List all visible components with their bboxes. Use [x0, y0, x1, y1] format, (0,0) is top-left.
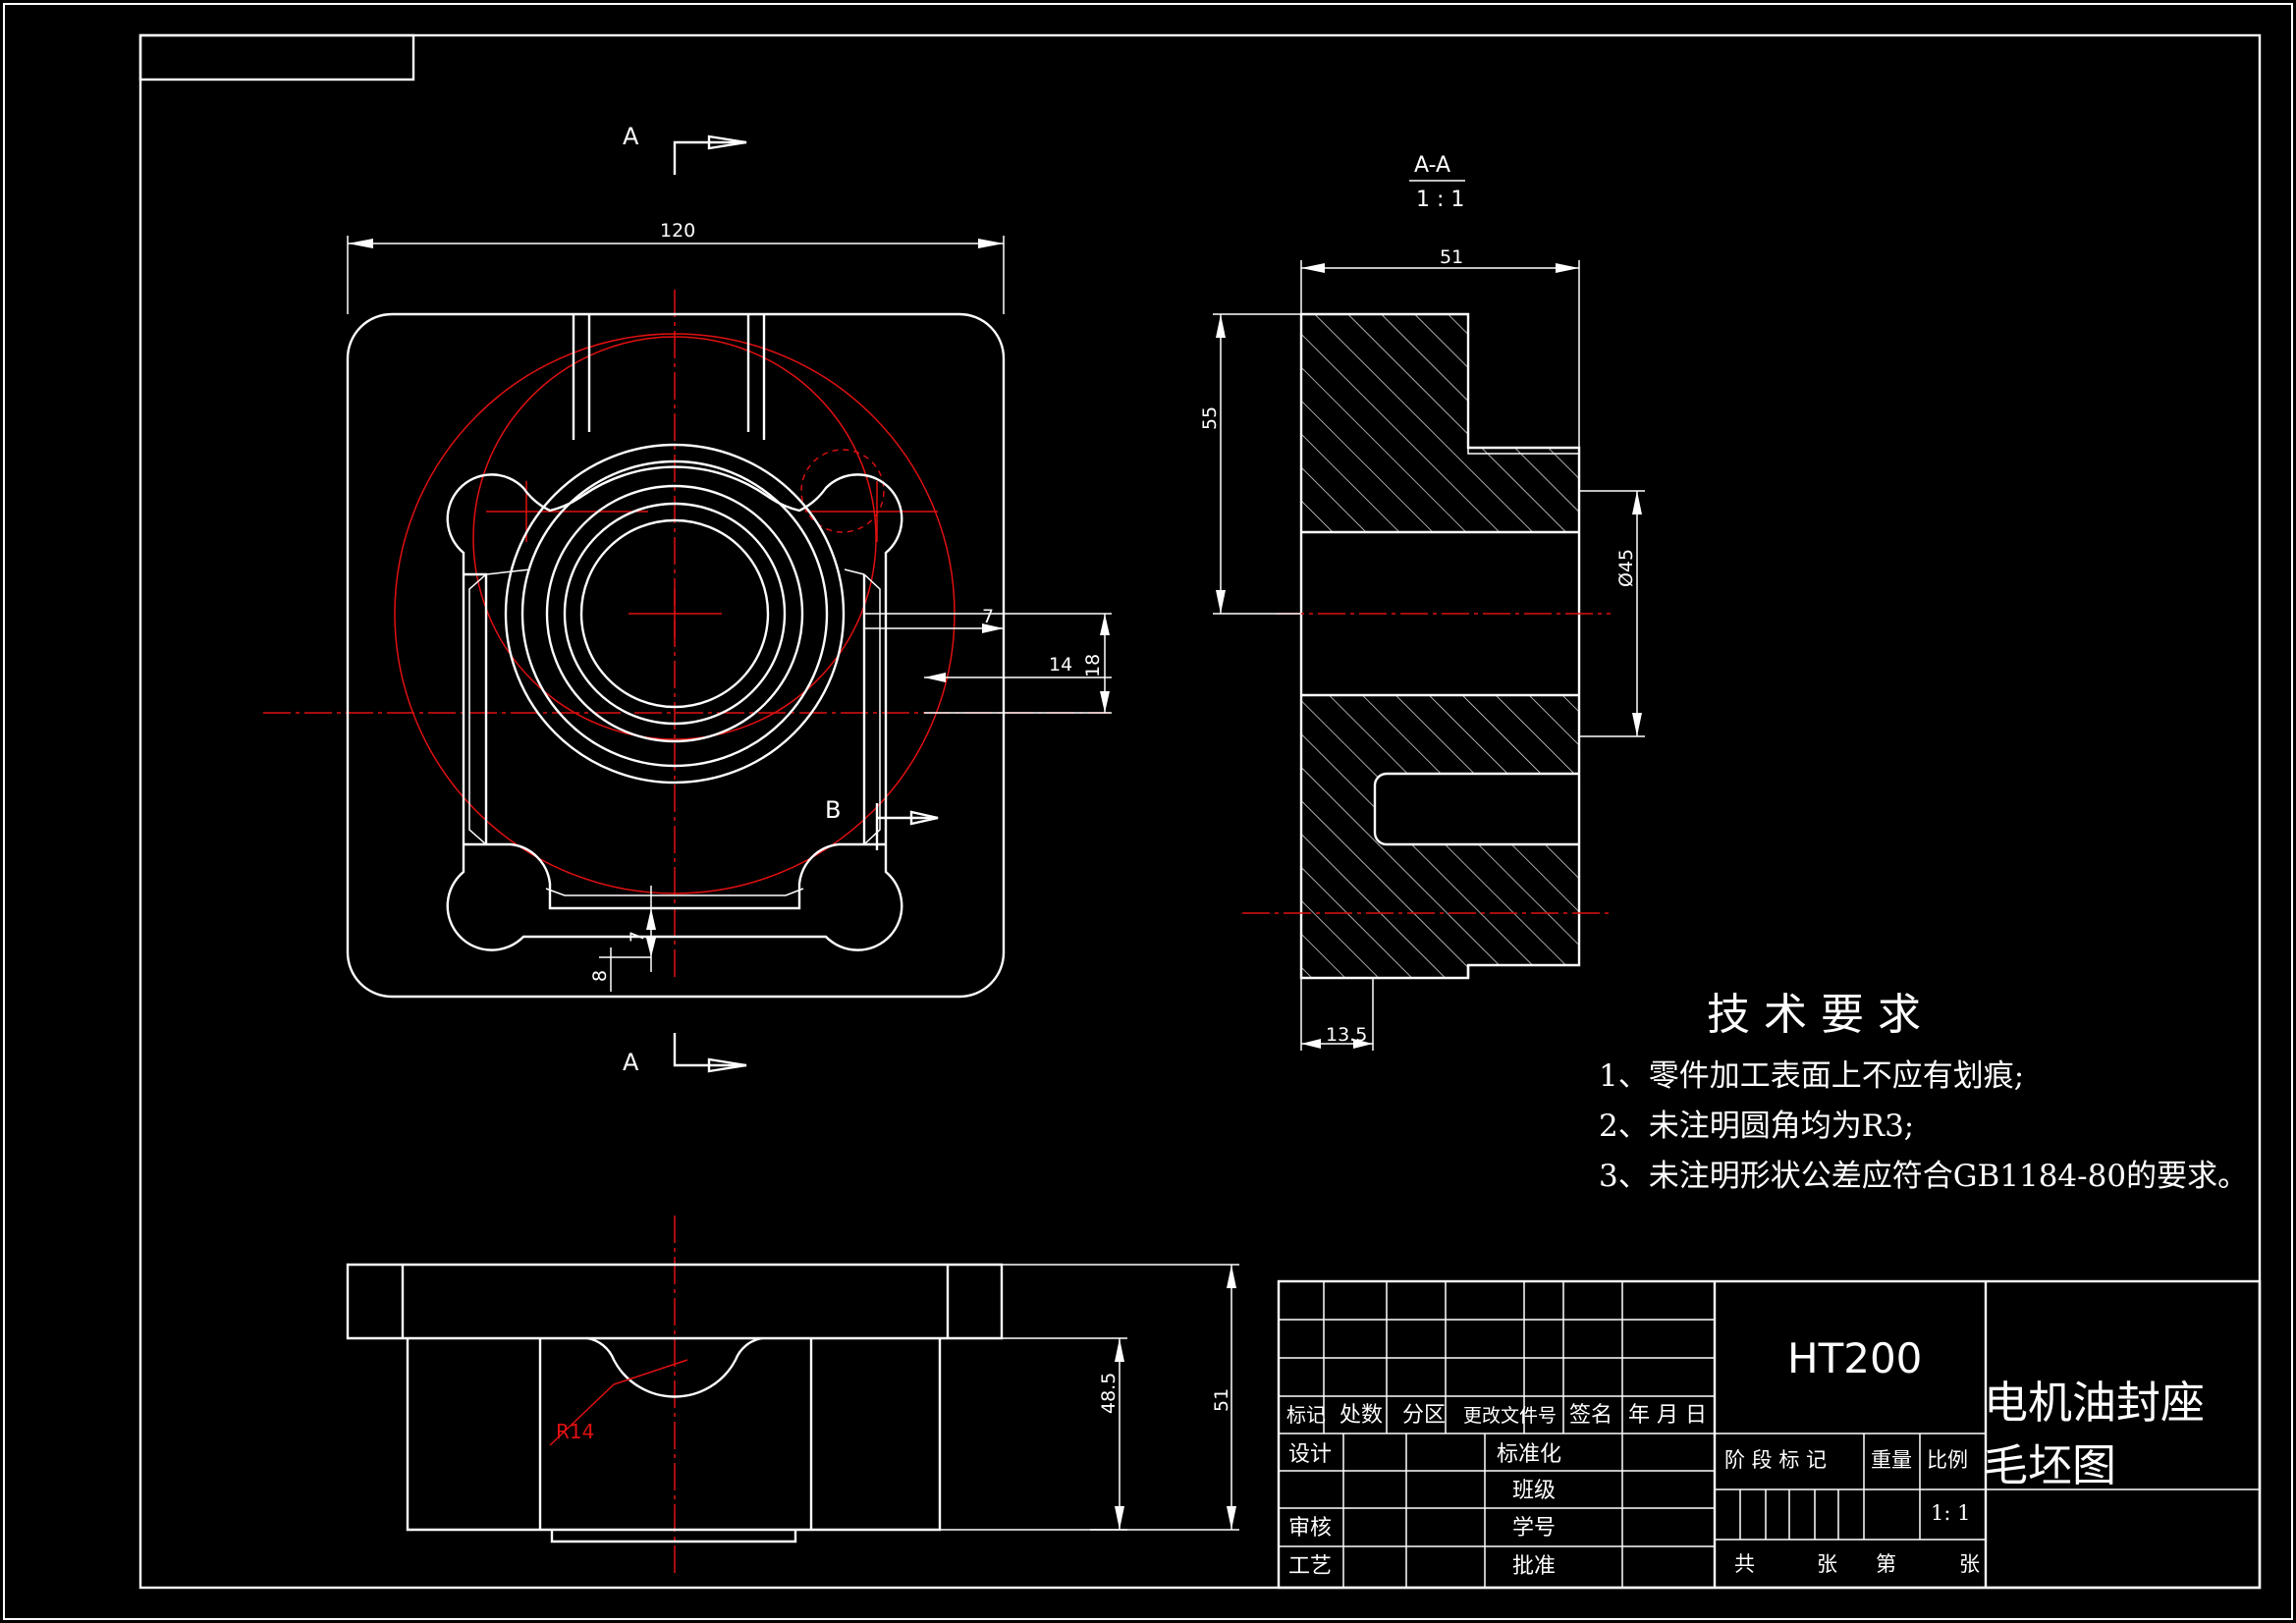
hdr-mark: 标记	[1286, 1403, 1326, 1427]
section-marker-a-bottom: A	[623, 1033, 747, 1076]
section-title: A-A	[1414, 153, 1450, 178]
section-scale: 1 : 1	[1416, 188, 1464, 212]
label-student-no: 学号	[1512, 1516, 1556, 1541]
body-outline	[406, 1338, 942, 1532]
hdr-zone: 分区	[1402, 1403, 1446, 1428]
tech-requirements-title: 技 术 要 求	[1707, 990, 1921, 1040]
label-weight: 重量	[1871, 1448, 1912, 1472]
dim-width-120: 120	[660, 220, 695, 242]
dim-height-51: 51	[1211, 1388, 1232, 1412]
label-design: 设计	[1288, 1442, 1332, 1467]
dim-width-51: 51	[1440, 246, 1463, 268]
dim-7-right: 7	[982, 606, 994, 627]
section-marker-a-top: A	[623, 123, 747, 175]
label-scale: 比例	[1927, 1448, 1968, 1472]
part-name: 电机油封座	[1984, 1377, 2205, 1429]
section-label-a-top: A	[623, 123, 639, 150]
label-review: 审核	[1288, 1516, 1332, 1541]
section-label-a-bottom: A	[623, 1049, 639, 1076]
label-standardization: 标准化	[1497, 1442, 1561, 1467]
scale-value: 1: 1	[1931, 1501, 1970, 1525]
material-ht200: HT200	[1787, 1334, 1922, 1382]
section-view-a-a: A-A 1 : 1 51 55 Ø45 13.5	[1199, 153, 1645, 1051]
tech-item-2: 2、未注明圆角均为R3;	[1599, 1109, 1914, 1144]
dim-height-55: 55	[1199, 406, 1221, 430]
dim-13-5: 13.5	[1326, 1024, 1367, 1046]
dim-8: 8	[589, 970, 611, 982]
section-outline	[1299, 312, 1581, 980]
label-sheet-no: 第	[1876, 1552, 1896, 1576]
hdr-docno: 更改文件号	[1463, 1405, 1557, 1427]
label-process: 工艺	[1288, 1554, 1332, 1579]
corner-code-box	[138, 33, 415, 81]
dim-r14: R14	[556, 1420, 594, 1443]
dim-14: 14	[1049, 654, 1072, 676]
outer-flange-outline	[346, 312, 1006, 999]
label-total: 共	[1734, 1552, 1755, 1576]
hdr-count: 处数	[1339, 1403, 1383, 1428]
technical-requirements: 技 术 要 求 1、零件加工表面上不应有划痕; 2、未注明圆角均为R3; 3、未…	[1599, 990, 2248, 1194]
r14-groove	[586, 1336, 763, 1398]
title-block: HT200 电机油封座 毛坯图 标记 处数 分区 更改文件号 签名 年 月 日 …	[1277, 1279, 2262, 1590]
label-sheets: 张	[1817, 1552, 1837, 1576]
label-class: 班级	[1512, 1479, 1556, 1503]
label-approve: 批准	[1512, 1554, 1556, 1579]
dim-height-48-5: 48.5	[1098, 1373, 1120, 1414]
front-view	[263, 290, 1110, 999]
sheet-border	[3, 3, 2293, 1620]
label-sheet: 张	[1959, 1552, 1980, 1576]
dim-7-bottom: 7	[627, 931, 648, 943]
section-label-b: B	[825, 796, 841, 824]
section-slot	[1373, 772, 1579, 846]
bore-circle	[579, 518, 770, 709]
label-stage-mark: 阶 段 标 记	[1724, 1448, 1827, 1472]
tech-item-1: 1、零件加工表面上不应有划痕;	[1599, 1058, 2024, 1094]
front-dimensions: 120 7 14 18 7 8	[347, 220, 1112, 992]
boss-outer-circle	[504, 443, 846, 784]
inner-cavity-outline	[446, 465, 903, 951]
dim-18: 18	[1082, 654, 1104, 677]
hdr-sign: 签名	[1569, 1403, 1613, 1428]
dim-diameter-45: Ø45	[1615, 549, 1637, 587]
hdr-date: 年 月 日	[1628, 1403, 1707, 1428]
side-view: R14 48.5 51	[346, 1216, 1239, 1576]
drawing-type: 毛坯图	[1984, 1439, 2116, 1491]
tech-item-3: 3、未注明形状公差应符合GB1184-80的要求。	[1599, 1159, 2248, 1194]
